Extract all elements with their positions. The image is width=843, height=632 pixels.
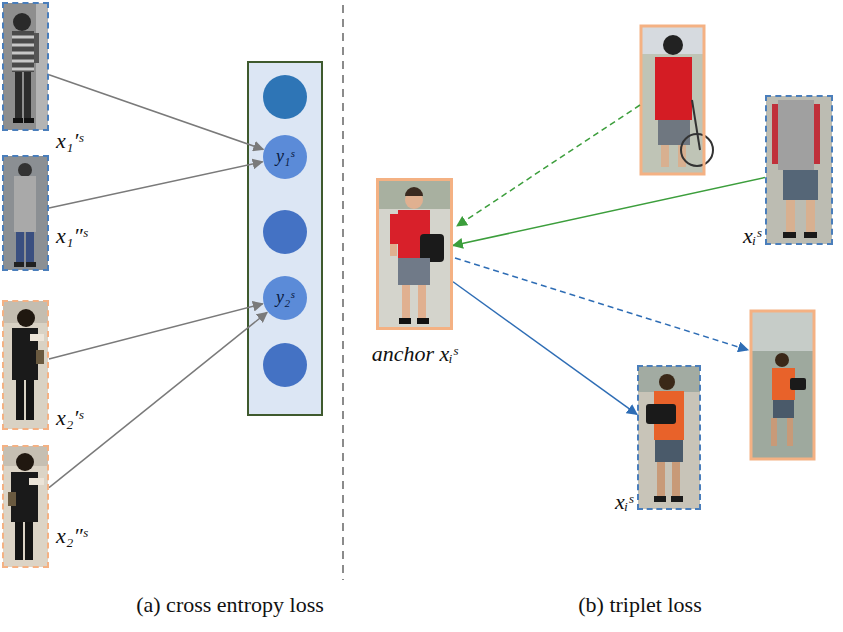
classifier-box xyxy=(248,62,322,415)
subfigure-caption: (b) triplet loss xyxy=(578,592,701,618)
sample-label: x₁″ˢ xyxy=(56,223,87,249)
connector-arrow xyxy=(453,282,637,415)
separator-line xyxy=(342,5,344,580)
class-circle xyxy=(263,210,307,254)
class-circle: y₁ˢ xyxy=(263,135,307,179)
sample-image: x₂″ˢ xyxy=(2,445,49,568)
anchor-image: anchor xᵢˢ xyxy=(376,178,453,330)
negative-image: xᵢˢ xyxy=(637,365,701,510)
person-photo xyxy=(377,179,452,329)
connector-arrow xyxy=(49,162,263,208)
sample-label: xᵢˢ xyxy=(615,489,633,515)
negative-arrow xyxy=(455,258,748,350)
class-circle xyxy=(263,75,307,119)
positive-image: xᵢˢ xyxy=(765,95,833,245)
person-photo xyxy=(751,311,814,459)
class-circle: y₂ˢ xyxy=(263,276,307,320)
sample-label: xᵢˢ xyxy=(743,223,761,249)
sample-image: x₁″ˢ xyxy=(2,155,49,271)
class-label: y₁ˢ xyxy=(276,147,294,167)
sample-label: x₁′ˢ xyxy=(56,128,83,154)
connector-arrow xyxy=(49,304,263,359)
sample-image: x₁′ˢ xyxy=(2,2,49,131)
person-photo xyxy=(3,301,48,429)
connector-arrow xyxy=(49,312,267,487)
person-photo xyxy=(3,3,48,130)
person-photo xyxy=(638,366,700,509)
connector-arrow xyxy=(453,177,765,245)
positive-arrow xyxy=(457,105,640,226)
person-photo xyxy=(766,96,832,244)
person-photo xyxy=(3,156,48,270)
sample-label: x₂′ˢ xyxy=(56,405,83,431)
person-photo xyxy=(3,446,48,567)
class-label: y₂ˢ xyxy=(276,288,294,308)
person-photo xyxy=(641,26,713,174)
class-circle xyxy=(263,343,307,387)
subfigure-caption: (a) cross entropy loss xyxy=(136,592,324,618)
sample-label: anchor xᵢˢ xyxy=(372,341,458,367)
sample-image: x₂′ˢ xyxy=(2,300,49,430)
sample-label: x₂″ˢ xyxy=(56,523,87,549)
